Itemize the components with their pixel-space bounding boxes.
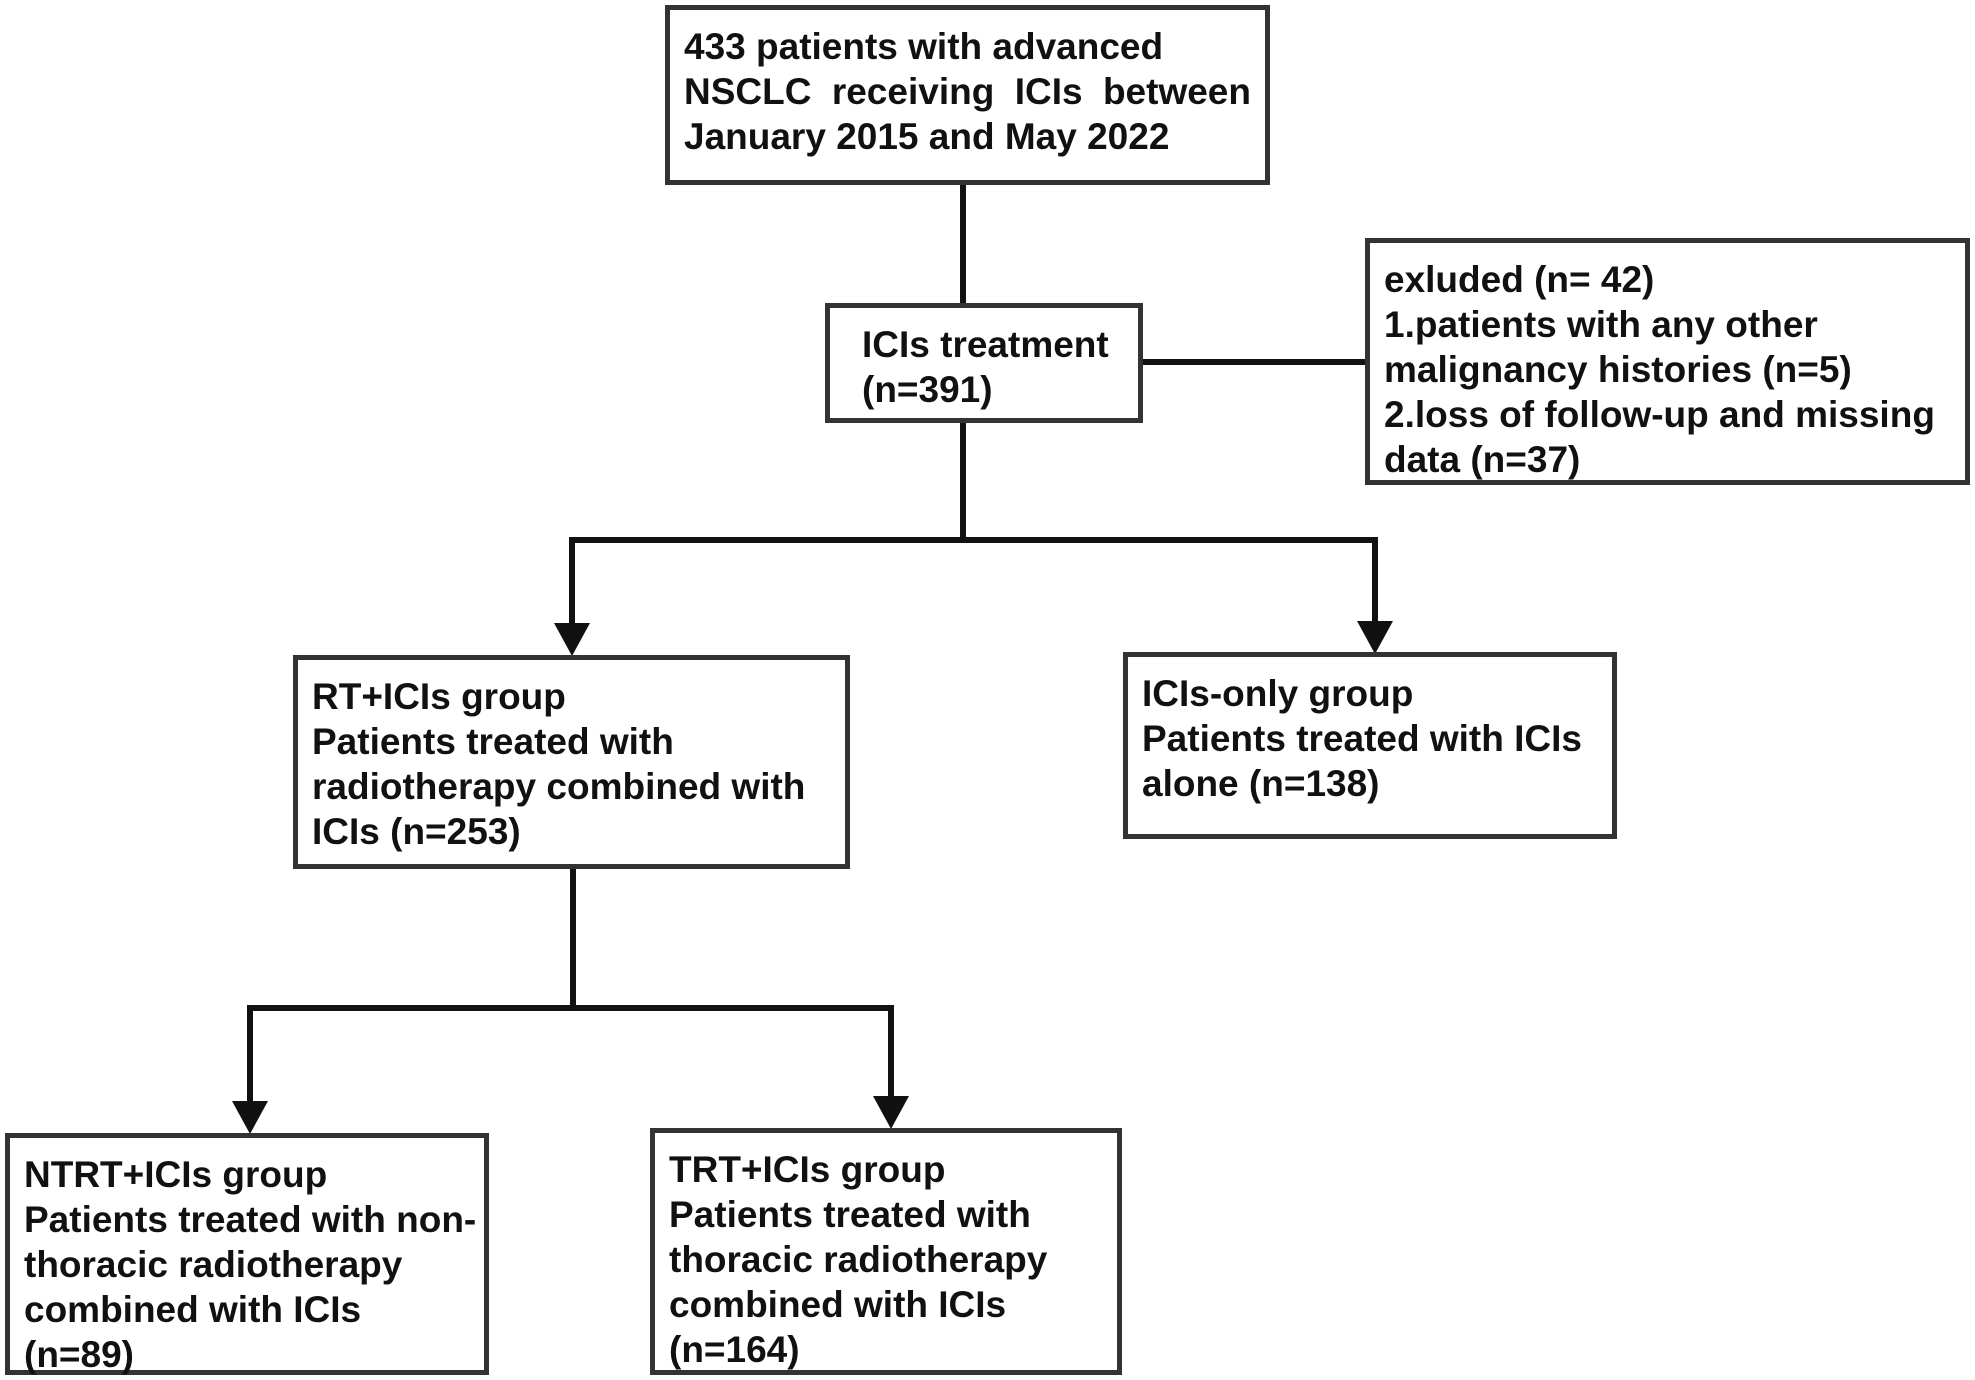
- trt-icis-line-3: thoracic radiotherapy: [669, 1239, 1048, 1280]
- rt-icis-line-2: Patients treated with: [312, 721, 674, 762]
- icis-only-line-3: alone (n=138): [1142, 763, 1380, 804]
- rt-icis-box: RT+ICIs group Patients treated with radi…: [293, 655, 850, 869]
- icis-only-line-1: ICIs-only group: [1142, 673, 1414, 714]
- ntrt-icis-box: NTRT+ICIs group Patients treated with no…: [5, 1133, 489, 1375]
- treatment-line-1: ICIs treatment: [862, 324, 1109, 365]
- trt-icis-line-1: TRT+ICIs group: [669, 1149, 946, 1190]
- excluded-box: exluded (n= 42) 1.patients with any othe…: [1365, 238, 1970, 485]
- trt-icis-line-2: Patients treated with: [669, 1194, 1031, 1235]
- icis-only-box: ICIs-only group Patients treated with IC…: [1123, 652, 1617, 839]
- rt-icis-line-4: ICIs (n=253): [312, 811, 521, 852]
- arrowhead-to-icis-only: [1357, 621, 1393, 654]
- excluded-line-2: 1.patients with any other: [1384, 304, 1818, 345]
- arrowhead-to-rt-icis: [554, 623, 590, 656]
- treatment-box: ICIs treatment (n=391): [825, 303, 1143, 423]
- excluded-line-5: data (n=37): [1384, 439, 1581, 480]
- ntrt-icis-line-4: combined with ICIs: [24, 1289, 362, 1330]
- rt-icis-line-1: RT+ICIs group: [312, 676, 566, 717]
- start-line-2: NSCLC receiving ICIs between: [684, 71, 1251, 112]
- start-line-3: January 2015 and May 2022: [684, 116, 1170, 157]
- arrowhead-to-ntrt-icis: [232, 1101, 268, 1134]
- trt-icis-line-4: combined with ICIs: [669, 1284, 1007, 1325]
- trt-icis-line-5: (n=164): [669, 1329, 800, 1370]
- trt-icis-box: TRT+ICIs group Patients treated with tho…: [650, 1128, 1122, 1375]
- start-box: 433 patients with advanced NSCLC receivi…: [665, 5, 1270, 185]
- ntrt-icis-line-3: thoracic radiotherapy: [24, 1244, 403, 1285]
- rt-icis-line-3: radiotherapy combined with: [312, 766, 806, 807]
- excluded-line-4: 2.loss of follow-up and missing: [1384, 394, 1935, 435]
- excluded-line-1: exluded (n= 42): [1384, 259, 1655, 300]
- ntrt-icis-line-5: (n=89): [24, 1334, 135, 1375]
- start-line-1: 433 patients with advanced: [684, 26, 1164, 67]
- arrowhead-to-trt-icis: [873, 1096, 909, 1129]
- ntrt-icis-line-1: NTRT+ICIs group: [24, 1154, 328, 1195]
- treatment-line-2: (n=391): [862, 369, 993, 410]
- ntrt-icis-line-2: Patients treated with non-: [24, 1199, 477, 1240]
- excluded-line-3: malignancy histories (n=5): [1384, 349, 1852, 390]
- icis-only-line-2: Patients treated with ICIs: [1142, 718, 1582, 759]
